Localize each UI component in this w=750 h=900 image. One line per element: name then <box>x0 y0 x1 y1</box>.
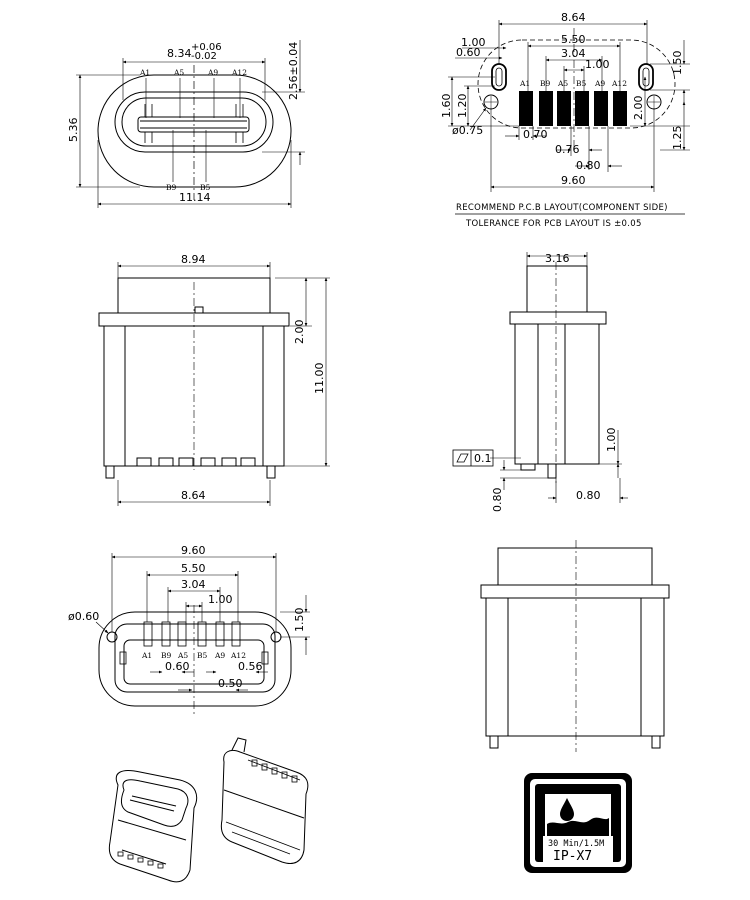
side-dim-top: 8.94 <box>181 253 206 266</box>
end-view <box>452 252 628 503</box>
side-view <box>98 262 330 506</box>
pcb-pad-label: A12 <box>611 79 627 88</box>
bottom-dim-overall: 9.60 <box>181 544 206 557</box>
bottom-right-hole <box>270 631 282 643</box>
pcb-pad <box>613 91 627 126</box>
flatness-frame <box>452 449 494 467</box>
front-pin-label: A1 <box>139 68 150 77</box>
side-dim-bottom: 8.64 <box>181 489 206 502</box>
front-dim-bottom-width: 11.14 <box>179 191 211 204</box>
rear-body <box>485 597 665 737</box>
end-top-block <box>526 265 588 313</box>
end-body <box>514 323 600 465</box>
flatness-symbol <box>456 453 469 463</box>
iso-view-rear <box>220 737 309 864</box>
pcb-tolerance-note: TOLERANCE FOR PCB LAYOUT IS ±0.05 <box>465 219 642 229</box>
bottom-dim-hole: ø0.60 <box>68 610 99 623</box>
pcb-pad-label: A1 <box>519 79 530 88</box>
pcb-dim-left-160: 1.60 <box>440 94 453 119</box>
bottom-pin-label: A9 <box>214 651 225 660</box>
front-pin-label: A9 <box>207 68 218 77</box>
pcb-pad-label: B9 <box>540 79 551 88</box>
side-bottom-contacts <box>136 457 256 467</box>
pcb-dim-550: 5.50 <box>561 33 586 46</box>
pcb-dim-100: 1.00 <box>585 58 610 71</box>
rear-top-block <box>497 547 653 586</box>
bottom-inner-shell <box>114 623 276 693</box>
ip-badge-line1: 30 Min/1.5M <box>548 839 604 849</box>
pcb-dim-right-200: 2.00 <box>632 96 645 121</box>
end-flange <box>509 311 607 325</box>
front-dim-top-width: 8.34 <box>167 47 192 60</box>
pcb-pad-label: B5 <box>576 79 587 88</box>
front-outer-shell <box>97 74 292 188</box>
side-dim-height: 11.00 <box>313 363 326 395</box>
bottom-dim-056: 0.56 <box>238 660 263 673</box>
pcb-pad-label: A9 <box>594 79 605 88</box>
pcb-dim-pad-076: 0.76 <box>555 143 580 156</box>
front-pin-label: A5 <box>173 68 184 77</box>
bottom-pin-label: A12 <box>230 651 246 660</box>
front-dim-tol-plus: +0.06 <box>191 42 222 53</box>
bottom-dim-right-150: 1.50 <box>293 608 306 633</box>
side-dim-flange: 2.00 <box>293 320 306 345</box>
bottom-pin-label: A1 <box>141 651 152 660</box>
end-dim-left-vertical: 0.80 <box>491 488 504 513</box>
pcb-dim-right-150: 1.50 <box>671 51 684 76</box>
pcb-pad <box>519 91 533 126</box>
pcb-pad <box>575 91 589 126</box>
pcb-dim-pad-070: 0.70 <box>523 128 548 141</box>
pcb-layout-title: RECOMMEND P.C.B LAYOUT(COMPONENT SIDE) <box>456 203 668 213</box>
bottom-pin-label: B5 <box>197 651 208 660</box>
pcb-pad-label: A5 <box>557 79 568 88</box>
bottom-view <box>95 553 310 715</box>
pcb-pad <box>539 91 553 126</box>
ip-badge-line2: IP-X7 <box>553 849 592 864</box>
rear-flange <box>480 584 670 599</box>
pcb-dim-left-120: 1.20 <box>456 94 469 119</box>
pcb-dim-overall: 8.64 <box>561 11 586 24</box>
ip-rating-badge <box>524 773 632 873</box>
bottom-pin-label: B9 <box>161 651 172 660</box>
front-dim-tol-minus: -0.02 <box>191 51 217 62</box>
front-view <box>76 40 305 208</box>
bottom-dim-304: 3.04 <box>181 578 206 591</box>
pcb-dim-hole-dia: ø0.75 <box>452 124 483 137</box>
bottom-pin-label: A5 <box>177 651 188 660</box>
pcb-pad <box>594 91 608 126</box>
pcb-dim-left-100: 1.00 <box>461 36 486 49</box>
iso-view-front <box>108 770 198 883</box>
front-pin-label: A12 <box>231 68 247 77</box>
pcb-dim-pad-080: 0.80 <box>576 159 601 172</box>
end-dim-bottom: 0.80 <box>576 489 601 502</box>
bottom-outer-shell <box>98 611 292 707</box>
flatness-value: 0.1 <box>474 452 492 465</box>
front-pin-label: B5 <box>200 183 211 192</box>
water-drop-icon <box>560 798 574 821</box>
front-pin-label: B9 <box>166 183 177 192</box>
pcb-dim-bottom-960: 9.60 <box>561 174 586 187</box>
pcb-outline <box>477 39 676 129</box>
pcb-dim-304: 3.04 <box>561 47 586 60</box>
front-dim-right-height: 2.56±0.04 <box>287 42 300 100</box>
end-dim-right: 1.00 <box>605 428 618 453</box>
bottom-dim-050: 0.50 <box>218 677 243 690</box>
bottom-dim-550: 5.50 <box>181 562 206 575</box>
bottom-dim-100: 1.00 <box>208 593 233 606</box>
end-dim-top: 3.16 <box>545 252 570 265</box>
pcb-dim-right-125: 1.25 <box>671 126 684 151</box>
bottom-dim-060: 0.60 <box>165 660 190 673</box>
rear-view <box>480 540 670 752</box>
pcb-pad <box>557 91 571 126</box>
pcb-dim-left-060: 0.60 <box>456 46 481 59</box>
front-tongue <box>137 116 250 133</box>
front-dim-left-height: 5.36 <box>67 118 80 143</box>
pcb-layout-view <box>448 20 690 215</box>
